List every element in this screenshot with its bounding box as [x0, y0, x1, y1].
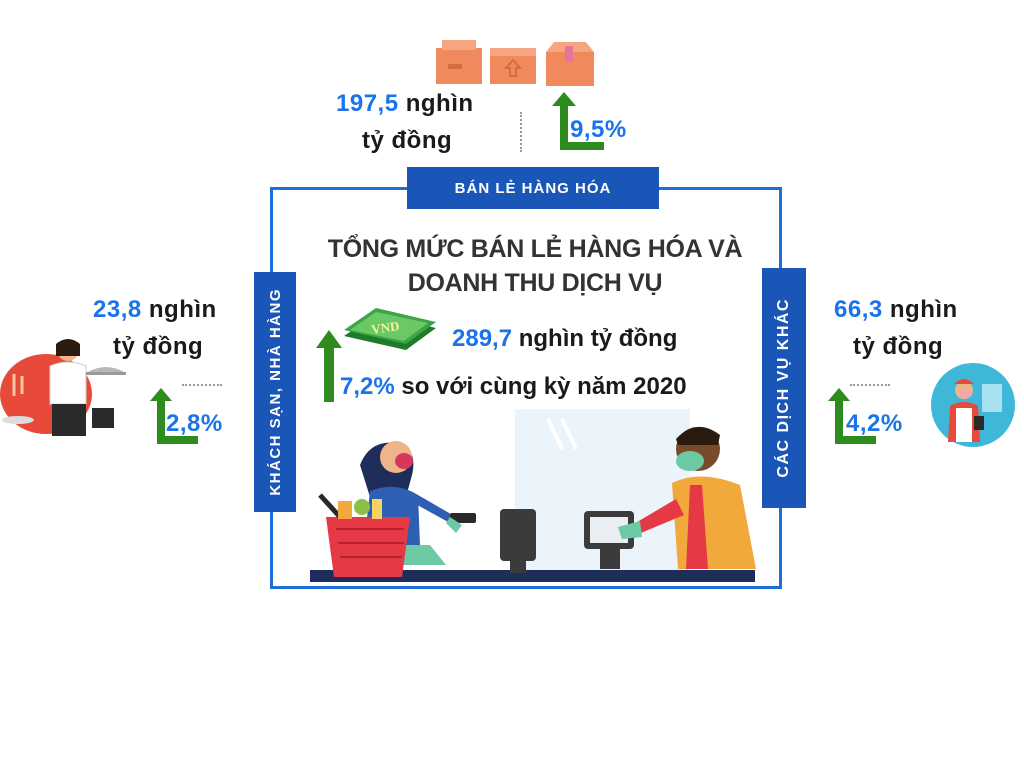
right-value-line: 66,3 nghìn	[834, 296, 958, 324]
growth-text: so với cùng kỳ năm 2020	[401, 373, 687, 400]
banner-khach-san: KHÁCH SẠN, NHÀ HÀNG	[254, 272, 296, 512]
up-arrow-icon	[552, 92, 604, 150]
growth-value: 7,2%	[340, 373, 395, 400]
total-value: 289,7	[452, 325, 513, 352]
left-value-line: 23,8 nghìn	[93, 296, 217, 324]
top-value-line: 197,5 nghìn	[336, 90, 474, 118]
main-title-line1: TỔNG MỨC BÁN LẺ HÀNG HÓA VÀ	[327, 235, 743, 263]
growth-line: 7,2% so với cùng kỳ năm 2020	[340, 373, 687, 401]
up-arrow-icon-center	[316, 330, 342, 402]
banner-khach-san-label: KHÁCH SẠN, NHÀ HÀNG	[266, 288, 284, 496]
left-value: 23,8	[93, 296, 142, 323]
left-unit-2: tỷ đồng	[113, 333, 204, 360]
money-stack-icon: VND	[344, 308, 436, 350]
top-value: 197,5	[336, 90, 399, 117]
top-unit-1: nghìn	[405, 90, 474, 117]
total-unit: nghìn tỷ đồng	[518, 325, 678, 352]
total-line: 289,7 nghìn tỷ đồng	[452, 325, 677, 353]
banner-ban-le: BÁN LẺ HÀNG HÓA	[407, 167, 659, 209]
right-unit-2: tỷ đồng	[853, 333, 944, 360]
top-unit-2: tỷ đồng	[362, 127, 453, 154]
left-growth: 2,8%	[166, 410, 223, 437]
right-growth: 4,2%	[846, 410, 903, 437]
boxes-icon	[436, 40, 594, 86]
top-growth: 9,5%	[570, 116, 627, 143]
right-value: 66,3	[834, 296, 883, 323]
right-unit-1: nghìn	[889, 296, 958, 323]
left-divider	[182, 384, 222, 386]
banner-dich-vu-khac-label: CÁC DỊCH VỤ KHÁC	[775, 298, 792, 478]
cashier-scene-illustration	[310, 409, 756, 582]
main-title: TỔNG MỨC BÁN LẺ HÀNG HÓA VÀ DOANH THU DỊ…	[300, 232, 770, 300]
right-divider	[850, 384, 890, 386]
service-worker-icon	[931, 363, 1015, 447]
money-label: VND	[370, 318, 400, 337]
waiter-icon	[0, 339, 126, 436]
main-title-line2: DOANH THU DỊCH VỤ	[407, 269, 663, 297]
up-arrow-icon-right	[828, 388, 876, 444]
top-divider	[520, 112, 522, 152]
banner-ban-le-label: BÁN LẺ HÀNG HÓA	[454, 179, 612, 197]
banner-dich-vu-khac: CÁC DỊCH VỤ KHÁC	[762, 268, 806, 508]
up-arrow-icon-left	[150, 388, 198, 444]
left-unit-1: nghìn	[148, 296, 217, 323]
